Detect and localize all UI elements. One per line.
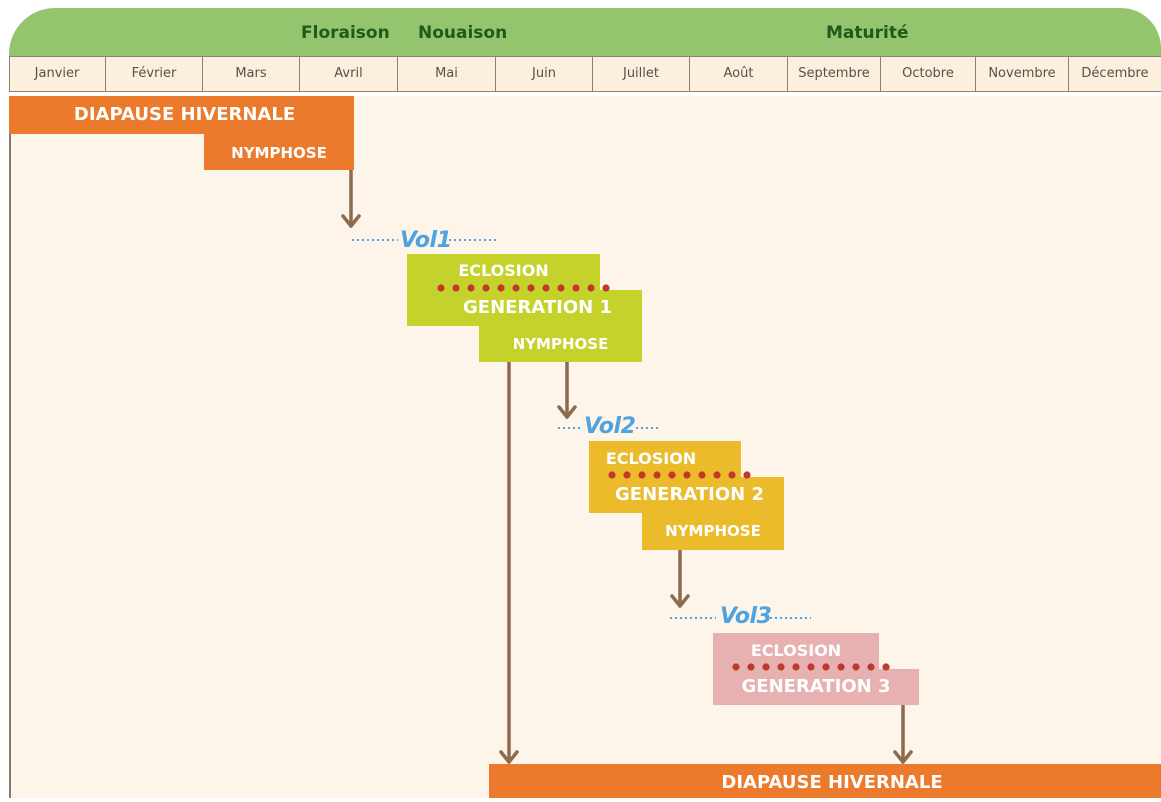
diapause-hivernale-bottom: DIAPAUSE HIVERNALE xyxy=(489,764,1161,798)
month-juin: Juin xyxy=(496,56,593,92)
gen2-eclosion: ECLOSION xyxy=(589,441,741,477)
gen3-eclosion: ECLOSION xyxy=(713,633,879,669)
month-juillet: Juillet xyxy=(593,56,690,92)
gen1-generation: GENERATION 1 xyxy=(407,290,642,326)
gen1-nymphose: NYMPHOSE xyxy=(479,326,642,362)
gen2-generation: GENERATION 2 xyxy=(589,477,784,513)
vol1-number: 1 xyxy=(436,228,452,253)
arrow-down-icon xyxy=(341,168,361,228)
month-septembre: Septembre xyxy=(788,56,881,92)
vol2-word: Vol xyxy=(584,414,621,439)
season-maturite: Maturité xyxy=(826,23,909,43)
vol3-label: Vol3 xyxy=(720,604,772,629)
month-octobre: Octobre xyxy=(881,56,976,92)
vol3-number: 3 xyxy=(756,604,772,629)
season-nouaison: Nouaison xyxy=(418,23,508,43)
month-janvier: Janvier xyxy=(9,56,106,92)
arrow-down-icon xyxy=(670,548,690,608)
egg-dots-icon xyxy=(608,471,751,479)
arrow-down-icon xyxy=(557,360,577,419)
gen1-eclosion: ECLOSION xyxy=(407,254,600,290)
vol2-number: 2 xyxy=(620,414,636,439)
nymphose-winter: NYMPHOSE xyxy=(204,134,354,170)
month-aout: Août xyxy=(690,56,788,92)
arrow-down-icon xyxy=(893,703,913,764)
month-avril: Avril xyxy=(300,56,398,92)
month-row xyxy=(9,56,1161,92)
month-mars: Mars xyxy=(203,56,300,92)
gen1-eggs xyxy=(437,284,610,292)
gen3-generation: GENERATION 3 xyxy=(713,669,919,705)
gen2-nymphose: NYMPHOSE xyxy=(642,513,784,550)
diapause-hivernale-top: DIAPAUSE HIVERNALE xyxy=(9,96,354,134)
arrow-down-icon xyxy=(499,360,519,764)
month-fevrier: Février xyxy=(106,56,203,92)
month-decembre: Décembre xyxy=(1081,66,1149,81)
vol1-word: Vol xyxy=(400,228,437,253)
vol1-label: Vol1 xyxy=(400,228,452,253)
vol3-word: Vol xyxy=(720,604,757,629)
vol2-label: Vol2 xyxy=(584,414,636,439)
season-floraison: Floraison xyxy=(301,23,390,43)
egg-dots-icon xyxy=(732,663,890,671)
gen2-eggs xyxy=(608,471,751,479)
month-novembre: Novembre xyxy=(976,56,1069,92)
diagram-canvas xyxy=(9,96,1161,798)
gen3-eggs xyxy=(732,663,890,671)
month-mai: Mai xyxy=(398,56,496,92)
season-banner xyxy=(9,8,1161,56)
egg-dots-icon xyxy=(437,284,610,292)
